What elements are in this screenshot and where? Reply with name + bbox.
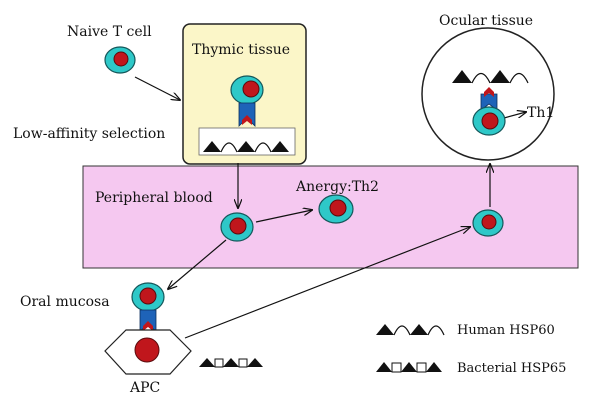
label-ocular-tissue: Ocular tissue: [439, 13, 533, 29]
label-thymic-tissue: Thymic tissue: [192, 42, 290, 58]
apc-bacterial-hsp65-motif: [199, 358, 263, 368]
ocular-peptide: [484, 87, 494, 97]
legend-label-human-hsp60: Human HSP60: [457, 323, 555, 338]
arrow-naive-to-thymus: [134, 76, 180, 100]
label-oral-mucosa: Oral mucosa: [20, 294, 110, 310]
label-apc: APC: [129, 380, 160, 396]
oral-mucosa-t-cell: [131, 282, 165, 312]
label-peripheral-blood: Peripheral blood: [95, 190, 213, 206]
legend-label-bacterial-hsp65: Bacterial HSP65: [457, 361, 566, 376]
blood-t-cell-left: [220, 212, 254, 242]
arrow-to-th1: [503, 112, 526, 119]
arrow-apc-to-blood: [184, 227, 470, 339]
oral-receptor: [139, 309, 157, 332]
label-th1: Th1: [527, 105, 554, 121]
thymus-peptide: [242, 115, 252, 125]
blood-t-cell-right: [472, 209, 504, 237]
naive-t-cell: [104, 46, 136, 74]
oral-peptide: [143, 321, 153, 331]
ocular-t-cell: [472, 106, 506, 136]
arrow-to-th2: [255, 210, 312, 223]
label-low-affinity-selection: Low-affinity selection: [13, 126, 165, 142]
thymus-human-hsp60-motif: [198, 127, 296, 156]
legend-bacterial-hsp65-symbol: [376, 362, 442, 373]
anergy-th2-cell: [318, 194, 354, 224]
legend-human-hsp60-symbol: [376, 324, 445, 336]
arrow-to-oral-mucosa: [168, 239, 227, 289]
ocular-human-hsp60-motif: [452, 70, 529, 84]
thymus-t-cell: [230, 75, 264, 105]
label-naive-t-cell: Naive T cell: [67, 24, 152, 40]
label-anergy-th2: Anergy:Th2: [295, 179, 379, 195]
apc-nucleus: [134, 337, 160, 363]
